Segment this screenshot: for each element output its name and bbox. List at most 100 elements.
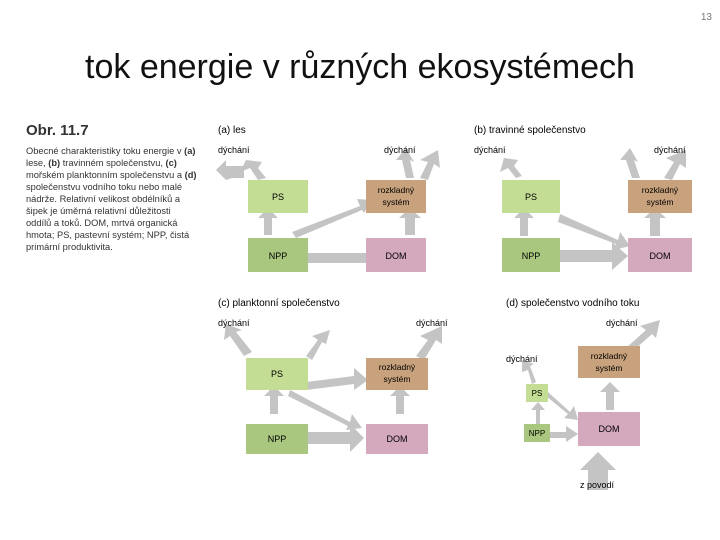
panel-b-npp-label: NPP: [522, 251, 541, 261]
panel-a-resp-right: dýchání: [384, 145, 416, 155]
panel-c-arrows: [224, 324, 442, 452]
panel-a-arrows: [216, 148, 440, 272]
panel-a-dom-label: DOM: [386, 251, 407, 261]
flow-arrow: [264, 386, 284, 414]
panel-a-rs-label: rozkladný: [378, 185, 415, 195]
flow-arrow: [390, 386, 410, 414]
flow-arrow: [644, 208, 666, 236]
flow-arrow: [216, 160, 244, 180]
panel-b-rs-box: [628, 180, 692, 213]
flow-arrow: [560, 242, 628, 270]
slide-number: 13: [700, 12, 712, 23]
flow-arrow: [306, 330, 330, 360]
flow-arrow: [292, 244, 380, 272]
panel-b-resp-left: dýchání: [474, 145, 506, 155]
panel-a: (a) les PS rozkladný systém NPP DOM dých…: [216, 125, 440, 272]
panel-c-rs-label: rozkladný: [379, 362, 416, 372]
flow-arrow: [546, 426, 578, 442]
panel-d-rs-label-2: systém: [596, 363, 623, 373]
flow-arrow: [620, 148, 640, 178]
panel-a-ps-label: PS: [272, 192, 284, 202]
panel-d-dom-box: [578, 412, 640, 446]
flow-arrow: [258, 208, 278, 235]
panel-c-rs-label-2: systém: [384, 374, 411, 384]
panel-d-rs-box: [578, 346, 640, 378]
panel-b: (b) travinné společenstvo PS rozkladný s…: [474, 125, 692, 272]
flow-arrow: [399, 208, 421, 235]
panel-b-ps-box: [502, 180, 560, 213]
figure-caption: Obr. 11.7 Obecné charakteristiky toku en…: [26, 122, 198, 253]
panel-a-npp-box: [248, 238, 308, 272]
panel-d-ps-box: [526, 384, 548, 402]
panel-d-npp-box: [524, 424, 550, 442]
slide-title: tok energie v různých ekosystémech: [85, 48, 635, 86]
panel-a-resp-left: dýchání: [218, 145, 250, 155]
panel-d-input-label: z povodí: [580, 480, 615, 490]
panel-b-rs-label: rozkladný: [642, 185, 679, 195]
flow-arrow: [420, 150, 440, 180]
caption-segment: (d): [184, 170, 197, 180]
panel-d-ps-label: PS: [532, 389, 543, 398]
caption-segment: (a): [184, 146, 196, 156]
panel-b-label: (b) travinné společenstvo: [474, 125, 586, 136]
panel-a-rs-box: [366, 180, 426, 213]
panel-c-resp-right: dýchání: [416, 318, 448, 328]
panel-d-npp-label: NPP: [529, 429, 545, 438]
panel-b-resp-right: dýchání: [654, 145, 686, 155]
panel-a-rs-label-2: systém: [383, 197, 410, 207]
panel-a-label: (a) les: [218, 125, 246, 136]
panel-c-ps-label: PS: [271, 369, 283, 379]
panel-b-rs-label-2: systém: [647, 197, 674, 207]
panel-c-label: (c) planktonní společenstvo: [218, 298, 340, 309]
panel-b-dom-label: DOM: [650, 251, 671, 261]
panel-b-dom-box: [628, 238, 692, 272]
caption-segment: lese,: [26, 158, 49, 168]
flow-arrow: [558, 214, 630, 250]
caption-segment: mořském planktonním společenstvu a: [26, 170, 185, 180]
panel-c-npp-box: [246, 424, 308, 454]
flow-arrow: [500, 158, 522, 178]
flow-arrow: [531, 402, 545, 424]
flow-arrow: [292, 199, 372, 238]
flow-arrow: [306, 368, 368, 390]
flow-arrow: [546, 392, 578, 420]
caption-segment: Obecné charakteristiky toku energie v: [26, 146, 185, 156]
panel-c-resp-left: dýchání: [218, 318, 250, 328]
panel-a-ps-box: [248, 180, 308, 213]
panel-d: (d) společenstvo vodního toku rozkladný …: [506, 298, 660, 490]
flow-arrow: [664, 150, 686, 180]
panel-b-ps-label: PS: [525, 192, 537, 202]
panel-c-rs-box: [366, 358, 428, 390]
panel-d-rs-label: rozkladný: [591, 351, 628, 361]
panel-d-resp-top: dýchání: [606, 318, 638, 328]
caption-segment: travinném společenstvu,: [60, 158, 166, 168]
caption-segment: (c): [165, 158, 177, 168]
panel-c-dom-box: [366, 424, 428, 454]
panel-d-label: (d) společenstvo vodního toku: [506, 298, 639, 309]
panel-b-npp-box: [502, 238, 560, 272]
flow-arrow: [306, 424, 364, 452]
flow-arrow: [580, 452, 616, 490]
panel-c: (c) planktonní společenstvo PS rozkladný…: [218, 298, 448, 454]
flow-arrow: [288, 390, 362, 430]
panel-c-npp-label: NPP: [268, 434, 287, 444]
flow-arrow: [522, 360, 536, 384]
panel-d-resp-side: dýchání: [506, 354, 538, 364]
caption-segment: (b): [48, 158, 61, 168]
panel-d-dom-label: DOM: [599, 424, 620, 434]
caption-segment: společenstvu vodního toku nebo malé nádr…: [26, 182, 190, 252]
flow-arrow: [224, 324, 252, 356]
flow-arrow: [600, 382, 620, 410]
caption-text: Obecné charakteristiky toku energie v (a…: [26, 145, 198, 253]
flow-arrow: [396, 148, 414, 178]
panel-a-npp-label: NPP: [269, 251, 288, 261]
panel-c-dom-label: DOM: [387, 434, 408, 444]
flow-arrow: [240, 160, 266, 180]
flow-arrow: [514, 208, 534, 236]
panel-b-arrows: [500, 148, 686, 270]
panel-c-ps-box: [246, 358, 308, 390]
flow-arrow: [416, 326, 442, 360]
flow-arrow: [626, 320, 660, 352]
panel-d-arrows: [522, 320, 660, 490]
